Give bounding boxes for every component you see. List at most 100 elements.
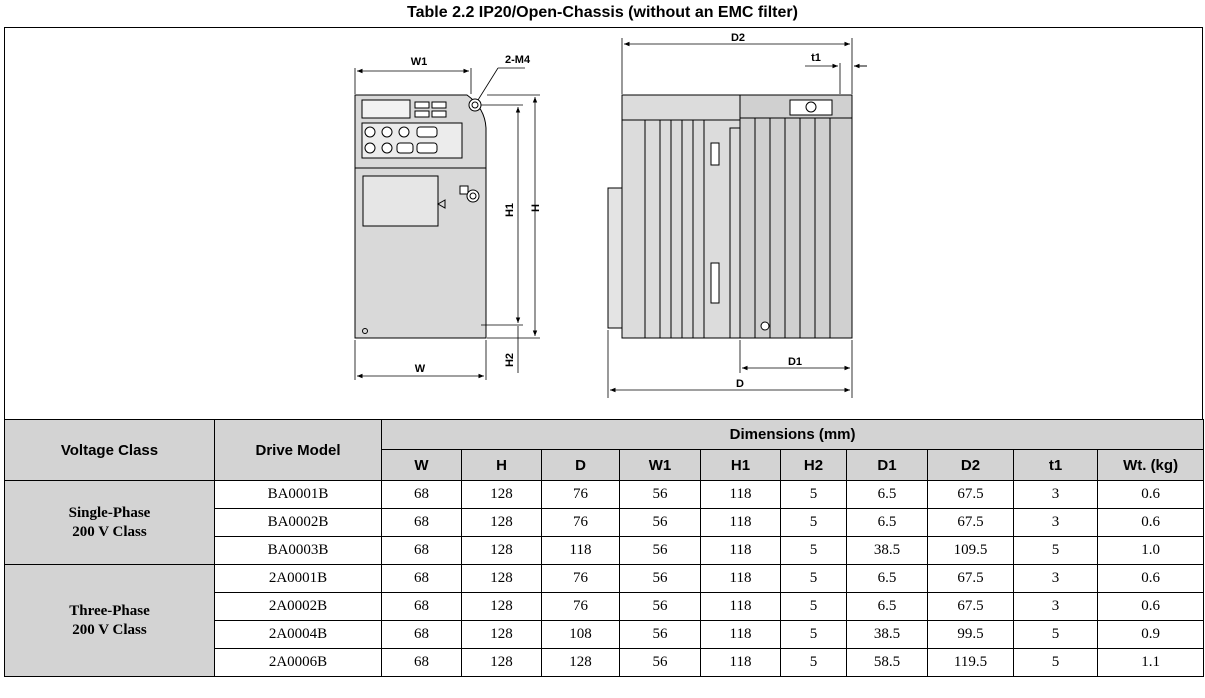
header-col-d2: D2 — [927, 449, 1014, 481]
header-col-h2: H2 — [780, 449, 847, 481]
voltage-class-phase: Three-Phase — [69, 602, 150, 619]
dimension-cell: 67.5 — [927, 564, 1014, 593]
dimension-cell: 128 — [461, 480, 542, 509]
drive-model-cell: 2A0004B — [214, 620, 382, 649]
dimension-cell: 0.9 — [1096, 620, 1205, 649]
dimension-cell: 5 — [780, 592, 847, 621]
dimension-cell: 68 — [381, 536, 462, 565]
drive-model-cell: 2A0006B — [214, 648, 382, 677]
header-col-h: H — [461, 449, 542, 481]
label-h: H — [530, 204, 542, 212]
dimension-cell: 5 — [780, 536, 847, 565]
label-d: D — [736, 378, 744, 390]
dimension-cell: 118 — [541, 536, 620, 565]
dimension-cell: 118 — [700, 508, 781, 537]
dimension-cell: 108 — [541, 620, 620, 649]
dimension-cell: 5 — [780, 508, 847, 537]
dimension-cell: 6.5 — [846, 508, 928, 537]
dimension-cell: 76 — [541, 564, 620, 593]
dimension-cell: 56 — [619, 480, 701, 509]
header-col-weight: Wt. (kg) — [1096, 449, 1205, 481]
header-col-h1: H1 — [700, 449, 781, 481]
dimension-cell: 109.5 — [927, 536, 1014, 565]
dimension-cell: 56 — [619, 536, 701, 565]
dimension-cell: 76 — [541, 480, 620, 509]
label-h1: H1 — [504, 203, 516, 217]
dimension-cell: 5 — [1013, 620, 1098, 649]
dimension-cell: 76 — [541, 508, 620, 537]
label-2-m4: 2-M4 — [505, 54, 531, 66]
dimension-cell: 58.5 — [846, 648, 928, 677]
voltage-class-voltage: 200 V Class — [72, 523, 147, 540]
dimension-cell: 118 — [700, 592, 781, 621]
dimension-cell: 76 — [541, 592, 620, 621]
dimension-cell: 118 — [700, 620, 781, 649]
dimension-cell: 3 — [1013, 508, 1098, 537]
header-dimensions: Dimensions (mm) — [380, 419, 1205, 450]
dimension-cell: 5 — [780, 620, 847, 649]
dimension-cell: 38.5 — [846, 620, 928, 649]
dimension-drawing: W1 2-M4 H1 H H2 W D2 t1 D1 D — [4, 27, 1203, 420]
dimension-cell: 128 — [461, 508, 542, 537]
voltage-class-cell: Three-Phase 200 V Class — [4, 564, 215, 677]
table-title: Table 2.2 IP20/Open-Chassis (without an … — [407, 4, 798, 21]
dimension-cell: 128 — [541, 648, 620, 677]
voltage-class-cell: Single-Phase 200 V Class — [4, 480, 215, 565]
dimension-cell: 5 — [780, 648, 847, 677]
dimension-cell: 56 — [619, 620, 701, 649]
dimension-cell: 5 — [780, 564, 847, 593]
front-view — [354, 94, 487, 339]
dimension-cell: 38.5 — [846, 536, 928, 565]
dimension-cell: 3 — [1013, 564, 1098, 593]
dimension-cell: 128 — [461, 564, 542, 593]
voltage-class-voltage: 200 V Class — [72, 621, 147, 638]
dimension-cell: 128 — [461, 620, 542, 649]
dimension-cell: 5 — [1013, 648, 1098, 677]
drive-model-cell: 2A0002B — [214, 592, 382, 621]
drive-model-cell: BA0001B — [214, 480, 382, 509]
dimension-cell: 118 — [700, 536, 781, 565]
label-w1: W1 — [411, 56, 428, 68]
dimension-cell: 56 — [619, 508, 701, 537]
header-col-w1: W1 — [619, 449, 701, 481]
dimension-cell: 118 — [700, 480, 781, 509]
dimension-cell: 128 — [461, 536, 542, 565]
header-col-w: W — [381, 449, 462, 481]
dimension-cell: 118 — [700, 564, 781, 593]
dimension-cell: 118 — [700, 648, 781, 677]
dimension-cell: 56 — [619, 648, 701, 677]
dimension-cell: 5 — [1013, 536, 1098, 565]
dimension-cell: 99.5 — [927, 620, 1014, 649]
side-view — [607, 94, 853, 339]
voltage-class-phase: Single-Phase — [68, 504, 151, 521]
dimension-cell: 119.5 — [927, 648, 1014, 677]
dimension-cell: 3 — [1013, 592, 1098, 621]
dimension-cell: 1.1 — [1096, 648, 1205, 677]
dimension-cell: 68 — [381, 648, 462, 677]
label-h2: H2 — [504, 353, 516, 367]
dimension-cell: 0.6 — [1096, 508, 1205, 537]
dimensions-table: Voltage Class Drive Model Dimensions (mm… — [4, 419, 1205, 677]
dimension-cell: 0.6 — [1096, 564, 1205, 593]
dimension-cell: 56 — [619, 564, 701, 593]
dimension-cell: 3 — [1013, 480, 1098, 509]
dimension-cell: 1.0 — [1096, 536, 1205, 565]
dimension-cell: 128 — [461, 592, 542, 621]
dimension-cell: 68 — [381, 508, 462, 537]
dimension-cell: 5 — [780, 480, 847, 509]
header-drive-model: Drive Model — [214, 419, 382, 481]
dimension-cell: 6.5 — [846, 564, 928, 593]
label-d2: D2 — [731, 32, 745, 44]
dimension-cell: 56 — [619, 592, 701, 621]
header-col-d: D — [541, 449, 620, 481]
dimension-cell: 6.5 — [846, 592, 928, 621]
header-voltage-class: Voltage Class — [4, 419, 215, 481]
label-t1: t1 — [811, 52, 821, 64]
